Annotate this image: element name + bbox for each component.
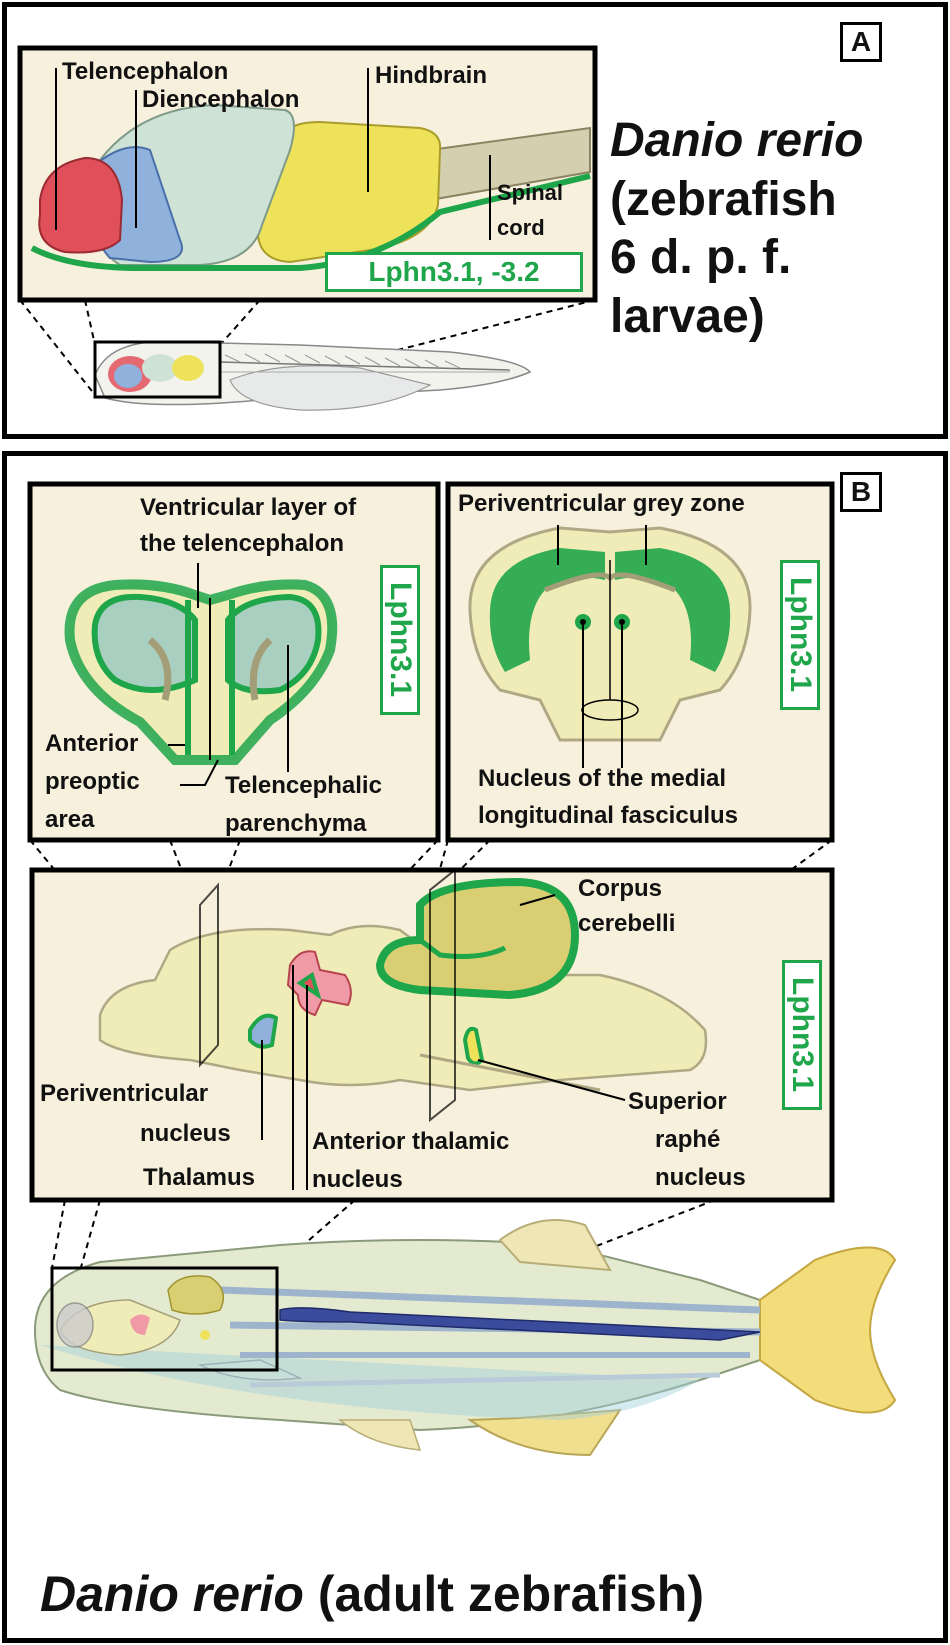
species-name-b: Danio rerio [40, 1566, 304, 1622]
nucleus-mlf-label-line1: Nucleus of the medial [478, 765, 727, 792]
gene-badge-left-inset: Lphn3.1 [380, 565, 420, 715]
ventricular-layer-label-line1: Ventricular layer of [140, 494, 357, 521]
species-name-a: Danio rerio [610, 114, 864, 167]
gene-badge-sagittal: Lphn3.1 [782, 960, 822, 1110]
periventricular-nucleus-shape [248, 1013, 279, 1049]
species-a-line2: (zebrafish [610, 172, 837, 226]
gene-badge-right-inset: Lphn3.1 [780, 560, 820, 710]
spinal-cord-label-line1: Spinal [497, 180, 564, 205]
superior-raphe-label-line1: Superior [628, 1088, 727, 1115]
species-label-a: Danio rerio (zebrafish 6 d. p. f. larvae… [610, 112, 863, 346]
species-a-line4: larvae) [610, 289, 765, 343]
telencephalic-parenchyma-label-line2: parenchyma [225, 810, 367, 837]
ventricular-layer-label-line2: the telencephalon [140, 530, 345, 557]
expression-contour-a [30, 173, 591, 271]
adult-zebrafish-illustration [33, 1219, 897, 1457]
anterior-preoptic-label-line1: Anterior [45, 730, 139, 757]
anterior-thalamic-nucleus-label-line1: Anterior thalamic [312, 1128, 510, 1155]
nucleus-mlf-label-line2: longitudinal fasciculus [478, 802, 739, 829]
panel-b [2, 451, 948, 1643]
thalamus-region-shape [286, 950, 352, 1017]
panel-a-tag: A [840, 22, 882, 62]
anterior-thalamic-nucleus-label-line2: nucleus [312, 1166, 403, 1193]
corpus-cerebelli-label-line1: Corpus [578, 875, 662, 902]
superior-raphe-label-line2: raphé [655, 1126, 721, 1153]
hindbrain-label: Hindbrain [375, 62, 487, 89]
periventricular-nucleus-label-line1: Periventricular [40, 1080, 209, 1107]
corpus-cerebelli-label-line2: cerebelli [578, 910, 676, 937]
diencephalon-label: Diencephalon [142, 86, 300, 113]
larva-illustration [93, 340, 532, 411]
superior-raphe-shape [462, 1026, 485, 1066]
periventricular-nucleus-label-line2: nucleus [140, 1120, 231, 1147]
anterior-preoptic-label-line2: preoptic [45, 768, 140, 795]
telencephalic-parenchyma-label-line1: Telencephalic [225, 772, 382, 799]
panel-b-tag: B [840, 472, 882, 512]
sagittal-brain [98, 867, 708, 1123]
telencephalon-shape [38, 156, 124, 254]
periventricular-grey-zone-label: Periventricular grey zone [458, 490, 745, 517]
telencephalon-label: Telencephalon [62, 58, 229, 85]
species-b-rest: (adult zebrafish) [303, 1566, 704, 1622]
thalamus-label: Thalamus [143, 1164, 256, 1191]
gene-badge-a: Lphn3.1, -3.2 [325, 252, 583, 292]
spinal-cord-label-line2: cord [497, 215, 545, 240]
species-label-b: Danio rerio (adult zebrafish) [40, 1565, 704, 1623]
midbrain-section [468, 526, 752, 742]
anterior-preoptic-label-line3: area [45, 806, 95, 833]
telencephalon-section [64, 579, 338, 765]
species-a-line3: 6 d. p. f. [610, 231, 792, 285]
hindbrain-shape [256, 120, 442, 264]
superior-raphe-label-line3: nucleus [655, 1164, 746, 1191]
